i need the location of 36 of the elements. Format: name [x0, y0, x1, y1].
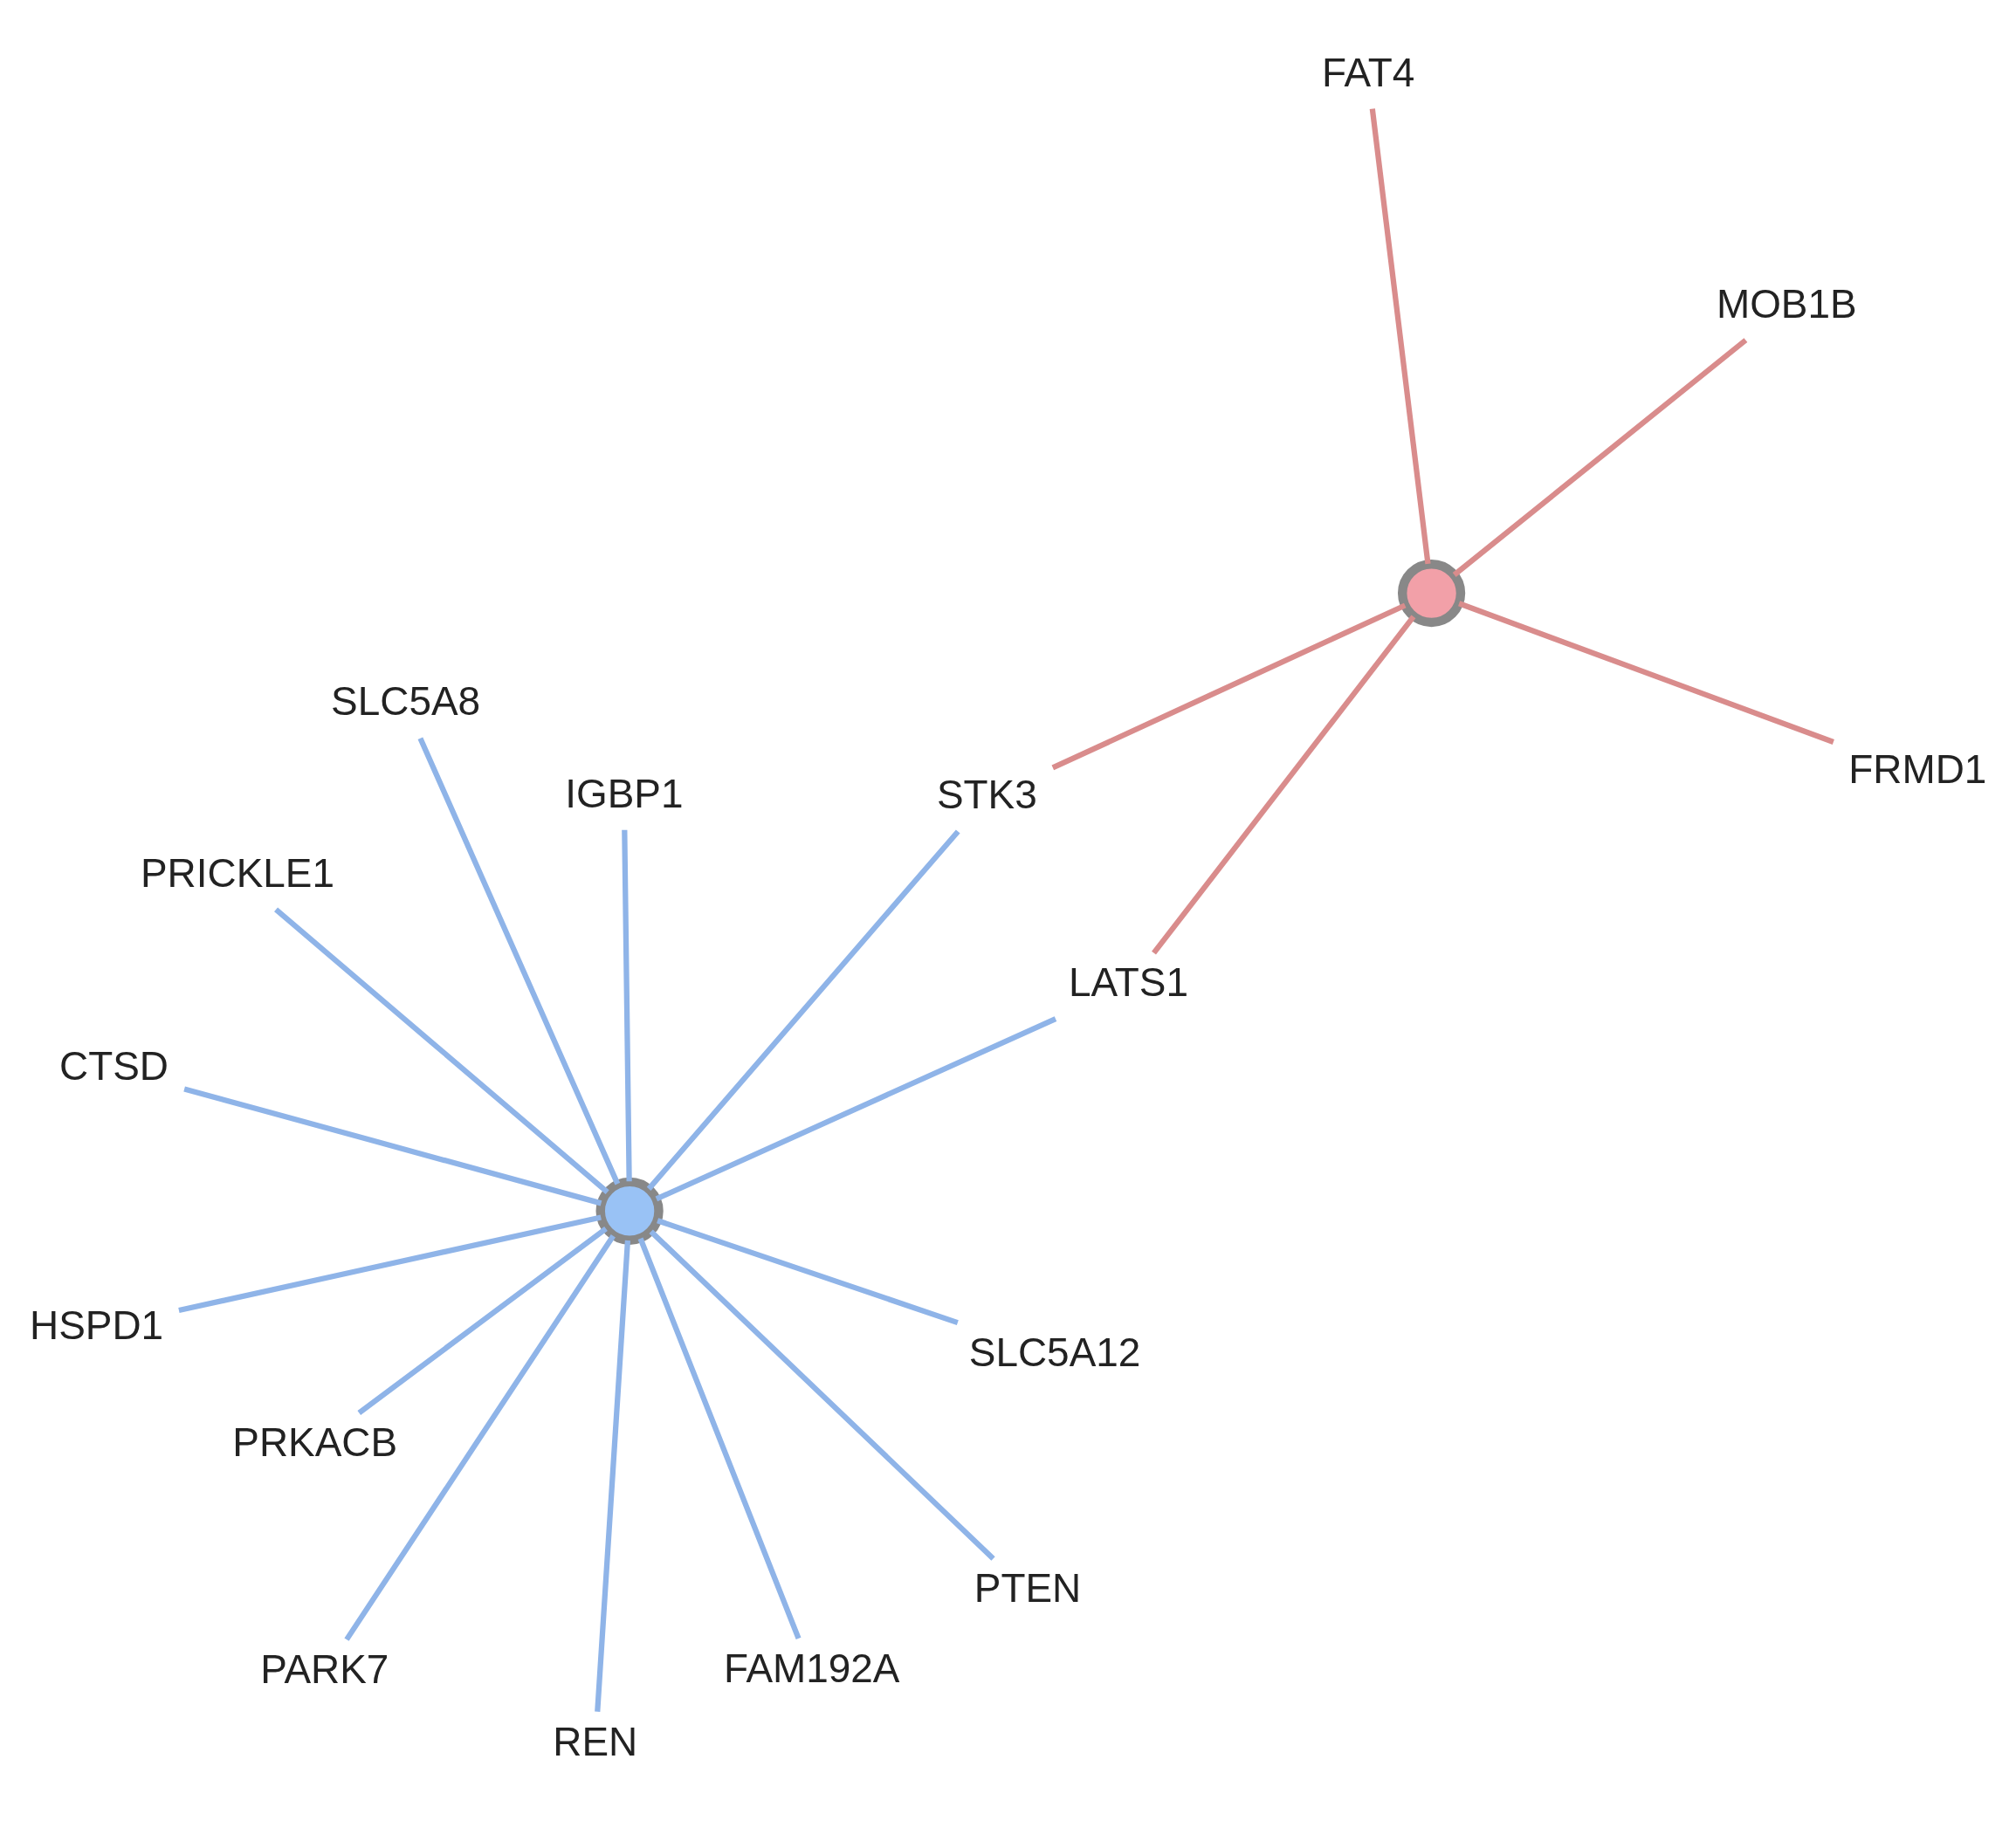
connector [1152, 615, 1416, 955]
node-text: PTEN [974, 1564, 1082, 1611]
connector [637, 1237, 802, 1640]
connector [1051, 602, 1407, 771]
node-circle [1397, 559, 1466, 628]
node-circle [595, 1177, 664, 1245]
node-text: PRKACB [232, 1419, 398, 1465]
node-text: SLC5A12 [968, 1329, 1141, 1375]
node-text: PRICKLE1 [141, 849, 334, 896]
connector [417, 737, 621, 1185]
connector [655, 1016, 1057, 1202]
connector [657, 1218, 959, 1326]
node-text: HSPD1 [30, 1302, 164, 1348]
node-text: MOB1B [1716, 280, 1857, 326]
connector [344, 1234, 616, 1641]
connector [1369, 108, 1431, 565]
connector [1458, 601, 1834, 745]
node-text: FAT4 [1322, 49, 1415, 95]
node-text: LATS1 [1068, 959, 1188, 1006]
node-text: FAM192A [723, 1645, 900, 1691]
node-text: REN [553, 1718, 638, 1764]
node-text: PARK7 [260, 1646, 389, 1693]
node-text: CTSD [59, 1042, 169, 1089]
node-text: STK3 [936, 771, 1037, 817]
connector [649, 1229, 995, 1561]
connector [1452, 338, 1748, 577]
connector [178, 1214, 602, 1314]
node-text: FRMD1 [1848, 746, 1987, 793]
node-text: SLC5A8 [331, 678, 481, 725]
node-text: IGBP1 [565, 770, 684, 816]
connector [274, 907, 609, 1194]
connector [595, 1240, 631, 1712]
connector [622, 829, 632, 1182]
connector [183, 1086, 602, 1206]
connector [357, 1227, 608, 1415]
connector [646, 829, 960, 1191]
